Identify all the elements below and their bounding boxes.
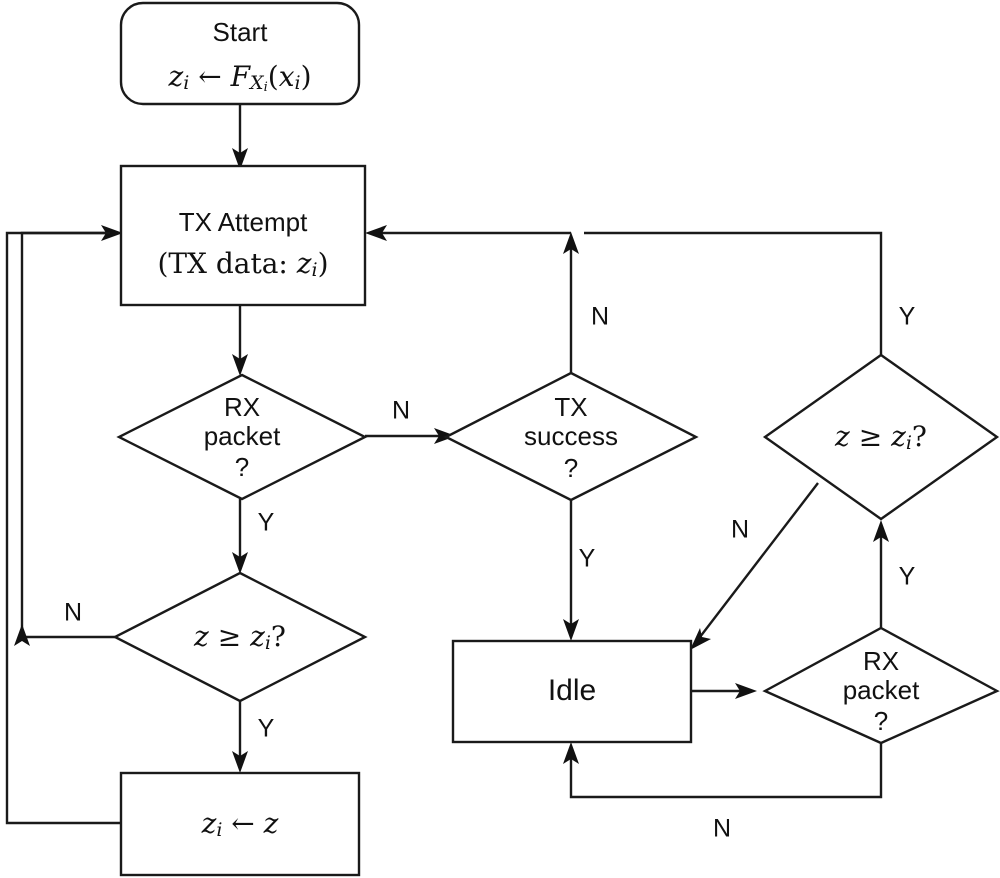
compare-left-shape: [112, 571, 368, 703]
rx-packet-left-line2: packet: [204, 421, 281, 451]
node-compare-left[interactable]: z ≥ zi?: [112, 571, 368, 703]
tx-success-shape: [443, 371, 699, 502]
compare-right-shape: [762, 353, 1000, 521]
edge-rx-packet-yes-to-compare-left: Y: [232, 499, 275, 574]
edge-tx-attempt-to-rx-packet: [232, 305, 248, 376]
tx-attempt-detail: (TX data: zi): [157, 247, 328, 282]
edge-label-compare-right-yes: Y: [899, 303, 916, 331]
node-rx-packet-left[interactable]: RX packet ?: [116, 373, 368, 501]
tx-success-line1: TX: [554, 392, 587, 422]
idle-shape: [451, 639, 693, 744]
arrowhead-into-tx-attempt-right: [365, 225, 387, 241]
rx-packet-left-shape: [116, 373, 368, 501]
start-shape: [119, 1, 361, 106]
edge-label-compare-right-no: N: [731, 516, 749, 544]
edge-label-rx-right-yes: Y: [899, 563, 916, 591]
edge-label-rx-right-no: N: [713, 815, 731, 843]
node-tx-success[interactable]: TX success ?: [443, 371, 699, 502]
rx-packet-left-line1: RX: [224, 392, 260, 422]
edge-start-to-tx-attempt: [232, 104, 248, 170]
start-formula: zi ← FXi(xi): [167, 60, 311, 95]
node-idle[interactable]: Idle: [451, 639, 693, 744]
edge-label-tx-success-yes: Y: [579, 545, 596, 573]
edge-compare-right-no-to-idle: N: [690, 482, 819, 650]
node-start[interactable]: Start zi ← FXi(xi): [119, 1, 361, 106]
compare-left-formula: z ≥ zi?: [193, 620, 286, 655]
tx-attempt-shape: [119, 164, 367, 307]
tx-attempt-title: TX Attempt: [179, 207, 308, 237]
edge-compare-left-no-to-tx-attempt: N: [14, 225, 123, 646]
edge-label-rx-left-no: N: [392, 397, 410, 425]
node-compare-right[interactable]: z ≥ zi?: [762, 353, 1000, 521]
rx-packet-right-line2: packet: [843, 675, 920, 705]
edge-idle-to-rx-packet-right: [691, 683, 757, 699]
edge-label-rx-left-yes: Y: [258, 509, 275, 537]
rx-packet-right-line1: RX: [863, 646, 899, 676]
node-rx-packet-right[interactable]: RX packet ?: [762, 626, 1000, 745]
start-title: Start: [213, 17, 269, 47]
edge-label-compare-left-no: N: [64, 599, 82, 627]
assign-shape: [119, 771, 361, 877]
compare-right-formula: z ≥ zi?: [834, 420, 927, 455]
edge-tx-success-no-to-tx-attempt: N: [378, 231, 609, 373]
edge-rx-packet-right-no-to-idle: N: [563, 742, 883, 843]
edge-label-compare-left-yes: Y: [258, 715, 275, 743]
edge-label-tx-success-no: N: [591, 303, 609, 331]
edge-compare-right-yes-to-tx-attempt: Y: [584, 231, 916, 356]
edge-rx-packet-no-to-tx-success: N: [365, 397, 456, 444]
edge-rx-packet-right-yes-to-compare-right: Y: [873, 520, 916, 640]
rx-packet-right-line3: ?: [874, 706, 888, 736]
assign-formula: zi ← z: [201, 807, 279, 842]
node-tx-attempt[interactable]: TX Attempt (TX data: zi): [119, 164, 367, 307]
rx-packet-left-line3: ?: [235, 452, 249, 482]
rx-packet-right-shape: [762, 626, 1000, 745]
edge-compare-left-yes-to-assign: Y: [232, 700, 275, 773]
tx-success-line3: ?: [564, 453, 578, 483]
edge-tx-success-yes-to-idle: Y: [563, 499, 596, 641]
idle-title: Idle: [548, 674, 596, 707]
edge-assign-to-tx-attempt: [5, 231, 121, 825]
node-assign[interactable]: zi ← z: [119, 771, 361, 877]
tx-success-line2: success: [524, 421, 618, 451]
